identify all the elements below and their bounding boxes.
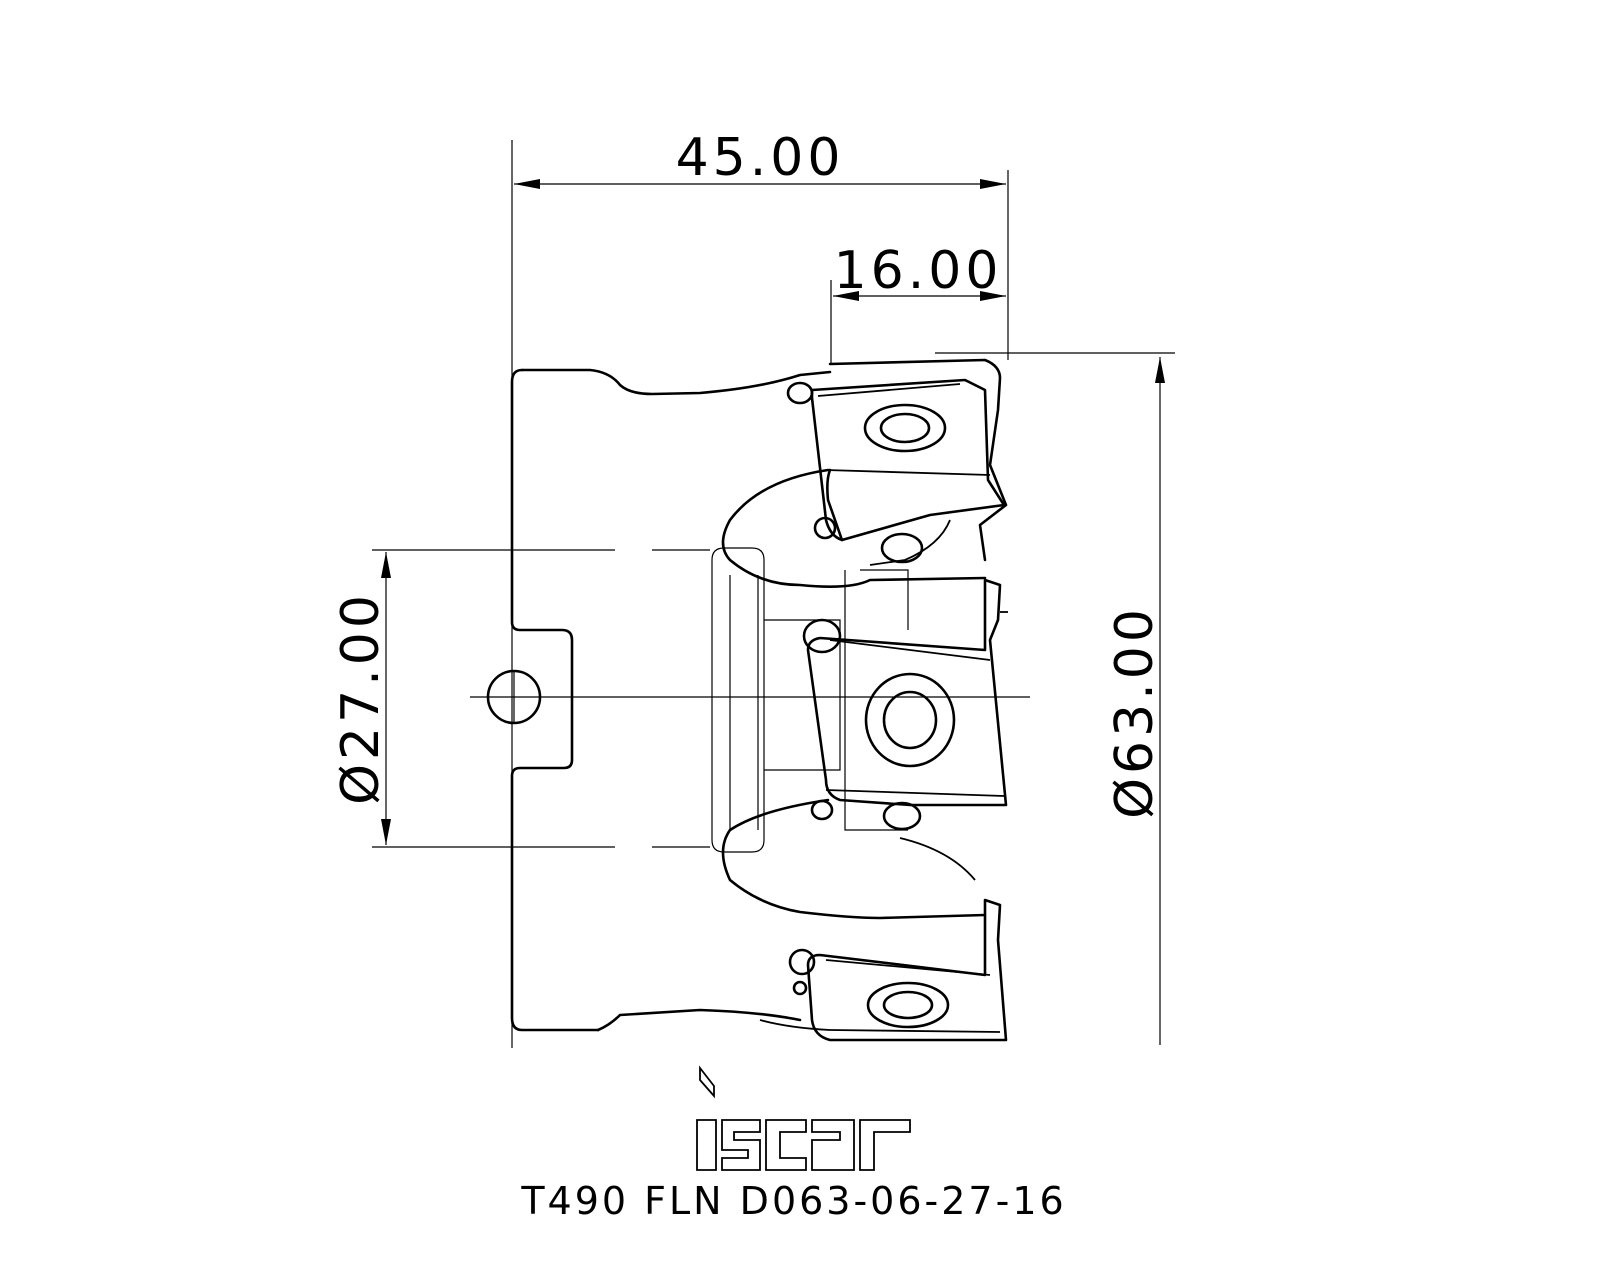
iscar-logo: [696, 1065, 911, 1171]
tool-designation: T490 FLN D063-06-27-16: [520, 1179, 1066, 1223]
center-symbol: [486, 669, 542, 725]
dimension-insert-length: 16.00: [834, 241, 1003, 301]
dimension-bore-diameter: Ø27.00: [331, 591, 391, 805]
dimension-lines: [372, 140, 1175, 1048]
dimension-cutter-diameter: Ø63.00: [1105, 605, 1165, 819]
top-chip-gullet: [721, 468, 987, 588]
top-insert: [786, 358, 1008, 564]
bore-hidden-lines: [652, 547, 909, 853]
bottom-chip-gullet: [721, 798, 987, 920]
middle-insert: [802, 578, 1008, 831]
cutter-body: [510, 368, 832, 1032]
bottom-insert: [759, 898, 1008, 1042]
dimension-overall-length: 45.00: [676, 128, 845, 188]
